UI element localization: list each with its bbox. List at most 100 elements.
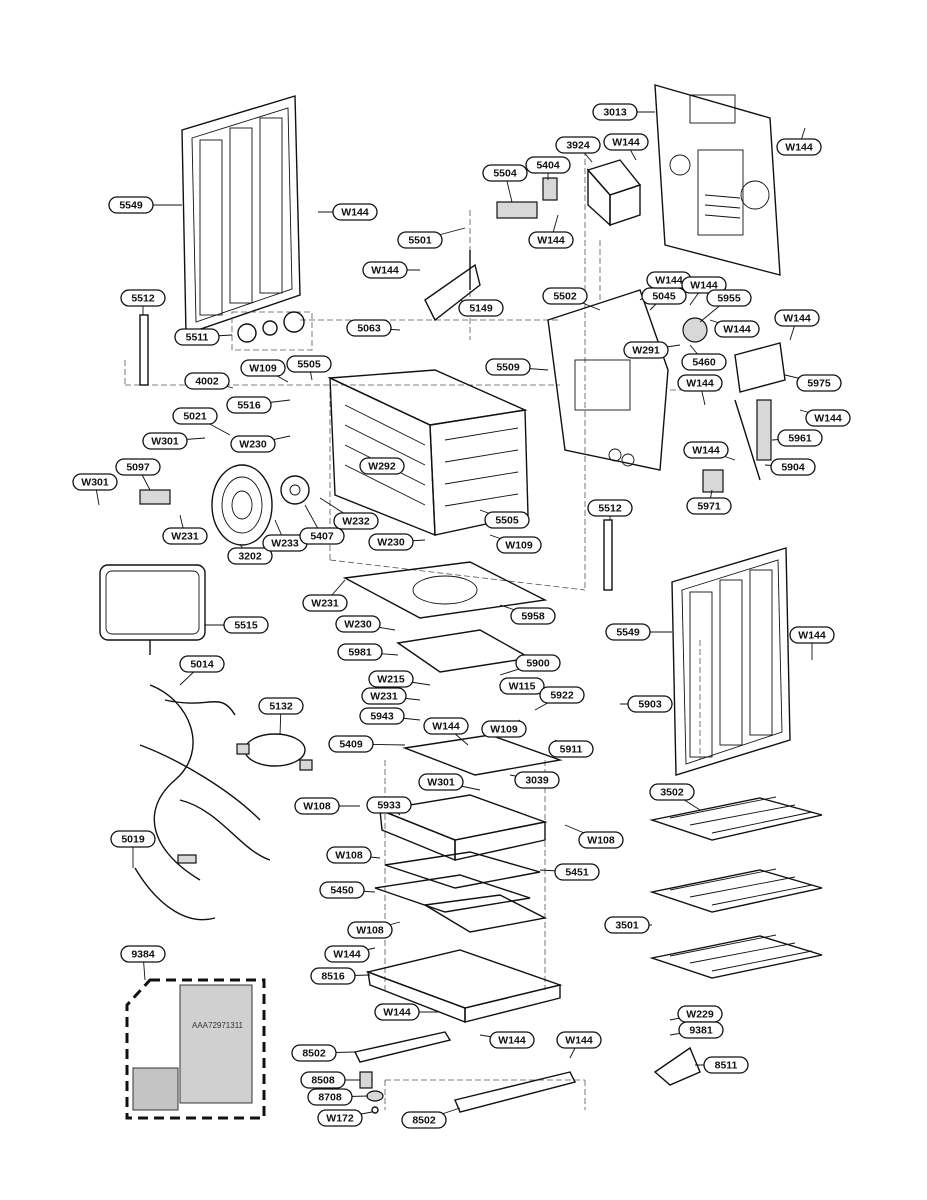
callout-box [418, 773, 464, 791]
callout-text: 5450 [330, 885, 354, 897]
callout: W144 [714, 320, 760, 338]
callout-box [162, 527, 208, 545]
callout-text: W301 [81, 477, 109, 489]
callout: W301 [418, 773, 464, 791]
callout-box [789, 626, 835, 644]
callout: W108 [294, 797, 340, 815]
callout-box [677, 374, 723, 392]
callout-text: W144 [341, 207, 369, 219]
callout-box [361, 687, 407, 705]
callout-text: 5512 [598, 503, 622, 515]
callout-text: W144 [690, 280, 718, 292]
callout-box [777, 429, 823, 447]
callout-text: W301 [427, 777, 455, 789]
callout: 5407 [299, 527, 345, 545]
callout: 3013 [592, 103, 638, 121]
callout-box [299, 527, 345, 545]
callout-box [681, 353, 727, 371]
callout: W232 [333, 512, 379, 530]
callout-box [496, 536, 542, 554]
callout-text: 3039 [525, 775, 549, 787]
wire-harness [139, 684, 271, 881]
callout-box [172, 407, 218, 425]
callout-text: W144 [537, 235, 565, 247]
callout-text: W109 [249, 363, 277, 375]
callout-box [179, 655, 225, 673]
callout: 5512 [587, 499, 633, 517]
callout-text: 9384 [131, 949, 155, 961]
callout-text: 5511 [186, 332, 209, 344]
callout: 5505 [484, 511, 530, 529]
callout-box [120, 289, 166, 307]
callout-text: 5911 [560, 744, 583, 756]
callout-text: W115 [509, 681, 536, 693]
callout: 9384 [120, 945, 166, 963]
callout: W144 [324, 945, 370, 963]
callout-box [485, 358, 531, 376]
callout: W144 [776, 138, 822, 156]
callout: W108 [578, 831, 624, 849]
callout-text: 5961 [788, 433, 812, 445]
callout: W144 [805, 409, 851, 427]
callout: 5509 [485, 358, 531, 376]
callout: 5903 [627, 695, 673, 713]
callout-box [120, 945, 166, 963]
callout: 5149 [458, 299, 504, 317]
callout-box [542, 287, 588, 305]
callout: 5516 [226, 396, 272, 414]
callout: W144 [681, 276, 727, 294]
callout: 5460 [681, 353, 727, 371]
callout-text: W215 [377, 674, 405, 686]
callout: 3502 [649, 783, 695, 801]
callout-text: 5975 [807, 378, 831, 390]
callout: 5502 [542, 287, 588, 305]
callout: W144 [374, 1003, 420, 1021]
callout-box [774, 309, 820, 327]
fan-motor [682, 317, 708, 343]
callout-box [174, 328, 220, 346]
callout-text: 8502 [412, 1115, 436, 1127]
callout: 5958 [510, 607, 556, 625]
callout-box [333, 512, 379, 530]
callout-text: 5549 [119, 200, 143, 212]
callout: 5045 [641, 287, 687, 305]
callout-text: W108 [356, 925, 384, 937]
callout: W144 [683, 441, 729, 459]
callout-box [484, 511, 530, 529]
callout-box [359, 707, 405, 725]
oven-rack-3502 [649, 796, 823, 841]
callout-box [525, 156, 571, 174]
callout-box [528, 231, 574, 249]
callout-text: W144 [798, 630, 826, 642]
callout-text: 5063 [357, 323, 381, 335]
callout-text: W109 [490, 724, 518, 736]
callout-box [805, 409, 851, 427]
callout: W144 [774, 309, 820, 327]
side-panel-left [181, 95, 301, 335]
callout-text: W108 [335, 850, 363, 862]
callout-box [796, 374, 842, 392]
callout: W229 [677, 1005, 723, 1023]
callout-box [514, 771, 560, 789]
callout: 5955 [706, 289, 752, 307]
callout-text: 3013 [603, 107, 627, 119]
callout-box [115, 458, 161, 476]
callout-box [681, 276, 727, 294]
callout-text: 9381 [689, 1025, 713, 1037]
callout-box [108, 196, 154, 214]
callout-text: 5501 [408, 235, 432, 247]
anti-tip-bracket [653, 1046, 701, 1086]
callout-text: 5021 [183, 411, 207, 423]
callout-box [401, 1111, 447, 1129]
callout-box [291, 1044, 337, 1062]
callout-text: 5509 [496, 362, 520, 374]
callout: W109 [481, 720, 527, 738]
callout: W292 [359, 457, 405, 475]
callout-text: W230 [377, 537, 405, 549]
callout-box [587, 499, 633, 517]
sensor-5961 [756, 399, 772, 461]
callout: 5063 [346, 319, 392, 337]
callout-box [578, 831, 624, 849]
callout: W230 [335, 615, 381, 633]
callout-text: 5045 [652, 291, 676, 303]
